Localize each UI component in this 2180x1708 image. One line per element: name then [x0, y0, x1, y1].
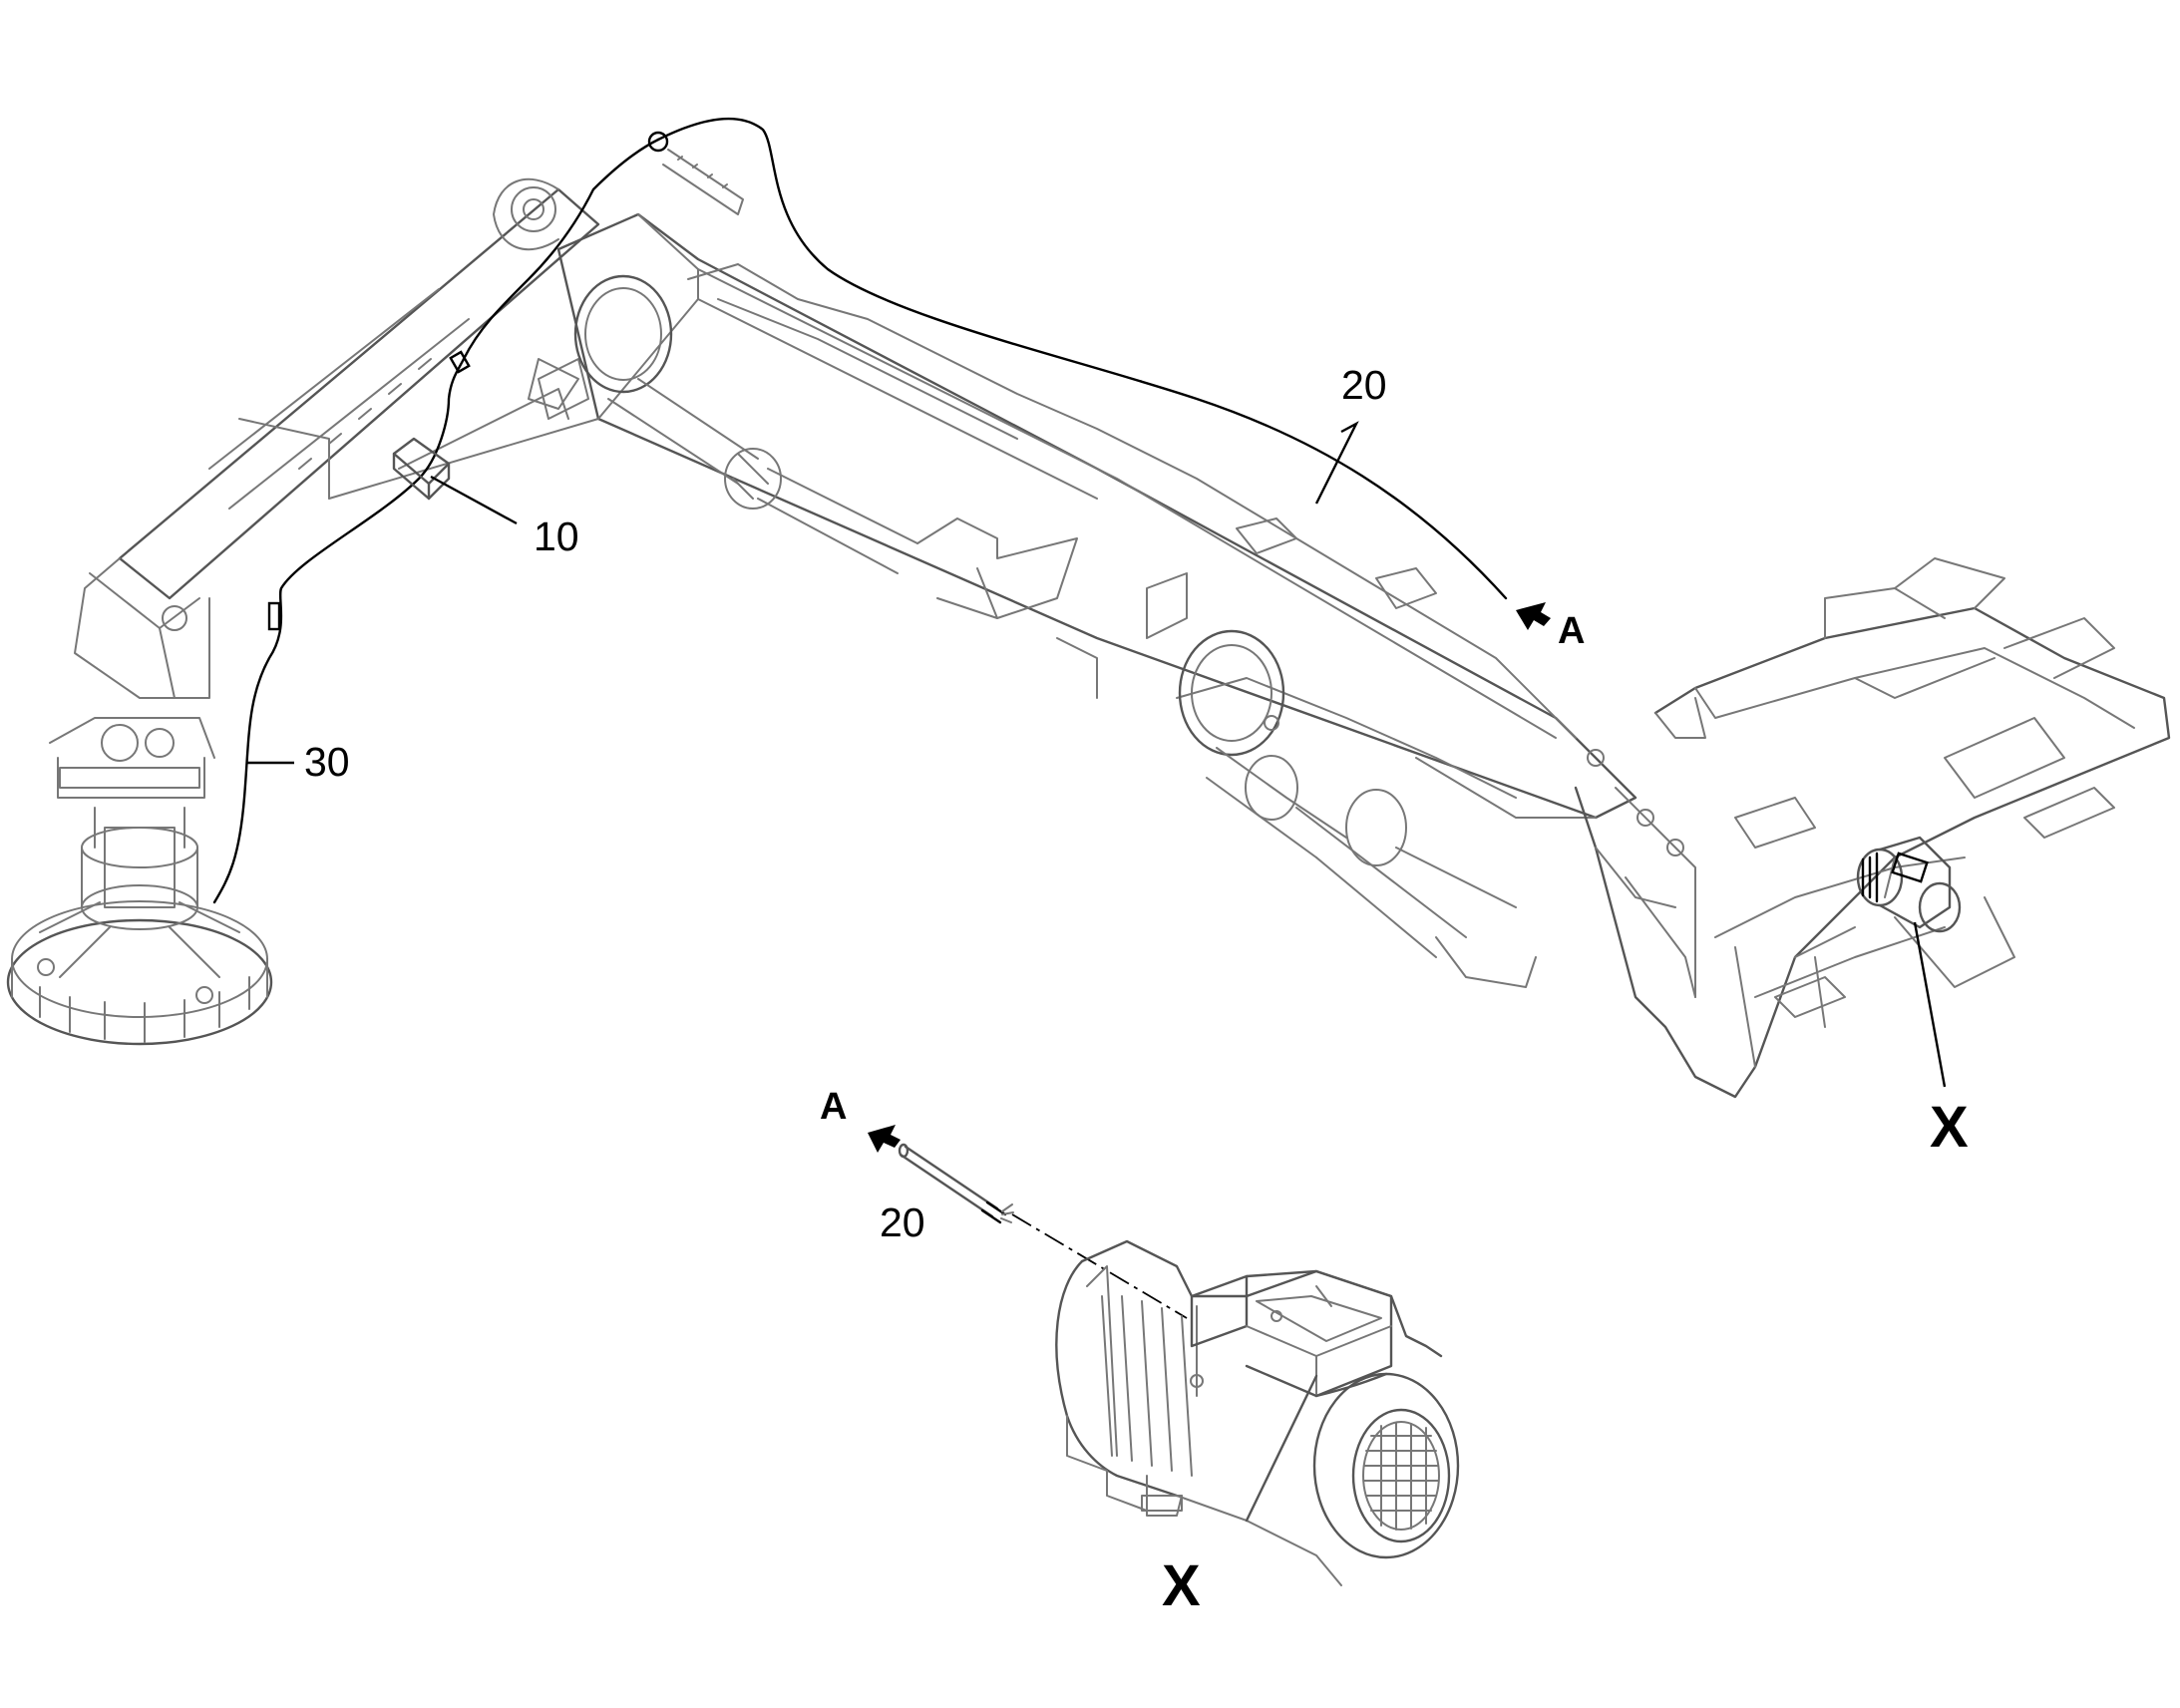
label-item-10: 10	[534, 513, 579, 559]
label-item-20-top: 20	[1341, 362, 1387, 408]
main-boom	[528, 212, 1637, 820]
arrow-a-detail-icon	[868, 1125, 901, 1153]
label-detail-x-marker: X	[1930, 1095, 1969, 1160]
label-arrow-a-top: A	[1558, 610, 1585, 652]
dash-dot-assembly-line	[1011, 1213, 1188, 1319]
electric-motor-detail	[1055, 1239, 1460, 1586]
cable-20-detail-piece	[898, 1143, 1014, 1224]
upper-hydraulic-cylinder	[573, 274, 1078, 619]
cable-20	[656, 117, 1508, 600]
junction-box-10	[392, 437, 451, 501]
label-item-30: 30	[304, 739, 350, 785]
cable-junction	[462, 138, 660, 361]
lower-hydraulic-cylinder	[1178, 629, 1537, 988]
label-arrow-a-detail: A	[820, 1086, 847, 1128]
cable-clamp-lower-arm	[267, 601, 281, 631]
leader-x-marker	[1913, 921, 1947, 1088]
leader-10	[430, 475, 518, 525]
leader-20-top	[1314, 421, 1359, 505]
label-item-20-detail: 20	[880, 1199, 925, 1245]
label-detail-x-title: X	[1162, 1553, 1201, 1618]
motor-location-in-chassis	[1856, 836, 1962, 933]
slewing-base	[6, 717, 273, 1046]
arrow-a-top-icon	[1516, 602, 1551, 630]
chassis-frame	[1574, 557, 2171, 1099]
cable-clamp-top	[647, 131, 744, 215]
outer-arm	[74, 177, 600, 699]
cable-30	[212, 357, 466, 904]
cable-clamp-upper-arm	[449, 350, 471, 374]
